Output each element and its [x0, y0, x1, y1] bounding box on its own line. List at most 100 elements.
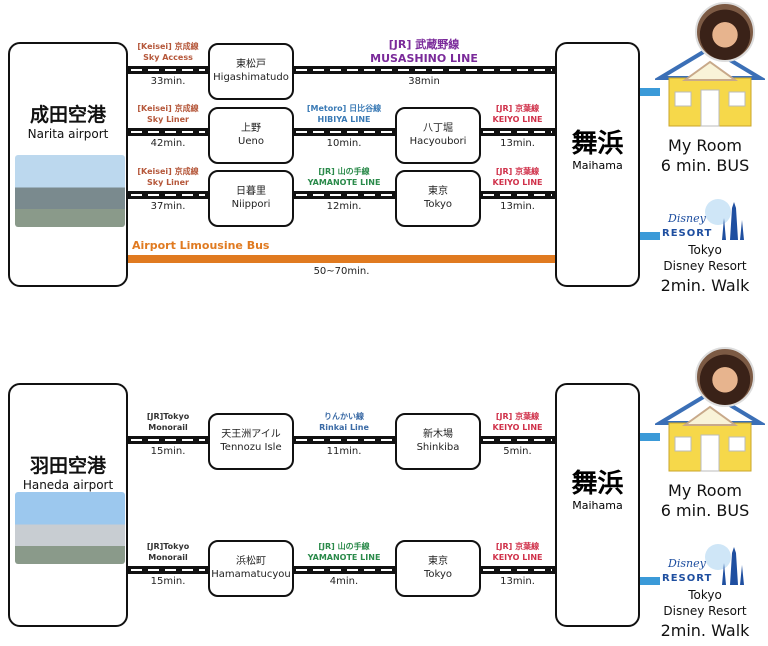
owner-avatar [695, 347, 755, 407]
line-name-ja: [Keisei] 京成線 [137, 42, 199, 51]
station-name-ja: 上野 [241, 123, 261, 134]
destination-box [555, 383, 640, 627]
destination-name-en: Maihama [572, 499, 623, 512]
rail-track [480, 128, 555, 136]
travel-time: 13min. [500, 201, 535, 212]
destination-name-en: Maihama [572, 158, 623, 172]
bus-route-bar [128, 255, 555, 263]
disney-logo-text: RESORT [662, 228, 713, 239]
travel-time: 12min. [326, 201, 362, 212]
castle-icon: Disney [667, 199, 744, 240]
line-name-en: KEIYO LINE [492, 553, 543, 562]
disney-resort-logo: Disney [660, 543, 750, 588]
station-name-en: Tokyo [424, 568, 452, 580]
disney-resort-logo: Disney [660, 198, 750, 243]
line-name-ja: [JR] 武蔵野線 [388, 38, 460, 51]
rail-track [293, 436, 395, 444]
travel-time: 13min. [500, 576, 535, 587]
rail-track [293, 566, 395, 574]
origin-name-en: Narita airport [27, 127, 109, 141]
line-name-ja: [Metoro] 日比谷線 [306, 104, 382, 113]
house-illustration [652, 385, 768, 475]
travel-time: 38min [408, 76, 440, 87]
station-name-ja: 東京 [428, 186, 448, 197]
resort-name-line1: Tokyo [688, 588, 722, 602]
rail-track [480, 191, 555, 199]
line-name-en: Sky Access [143, 53, 193, 62]
station-name-en: Ueno [238, 135, 264, 147]
bus-travel-time: 50~70min. [313, 266, 370, 277]
travel-time: 15min. [150, 576, 186, 587]
rail-track [128, 436, 208, 444]
line-name-ja: [JR]Tokyo [146, 412, 190, 421]
bus-route-label: Airport Limousine Bus [132, 239, 270, 252]
travel-time: 15min. [150, 446, 186, 457]
line-name-en: KEIYO LINE [492, 178, 543, 187]
station-name-en: Niippori [231, 198, 271, 210]
rail-track [293, 66, 555, 74]
line-name-en: Rinkai Line [319, 423, 369, 432]
line-name-ja: [Keisei] 京成線 [137, 167, 199, 176]
rail-track [480, 436, 555, 444]
line-name-en: Monorail [148, 423, 188, 432]
line-name-ja: [JR] 京葉線 [495, 542, 540, 551]
my-room-access-time: 6 min. BUS [660, 501, 750, 520]
station-name-ja: 新木場 [423, 429, 453, 440]
line-name-en: Sky Liner [147, 115, 189, 124]
house-illustration [652, 40, 768, 130]
resort-name-line1: Tokyo [688, 243, 722, 257]
line-name-en: Sky Liner [147, 178, 189, 187]
travel-time: 42min. [150, 138, 186, 149]
rail-track [128, 128, 208, 136]
travel-time: 10min. [326, 138, 362, 149]
station-name-en: Tokyo [424, 198, 452, 210]
station-name-ja: 八丁堀 [423, 123, 453, 134]
connector-line [640, 232, 660, 240]
line-name-ja: [JR] 京葉線 [495, 167, 540, 176]
svg-text:Disney: Disney [667, 212, 707, 225]
station-name-ja: 東京 [428, 556, 448, 567]
station-name-en: Shinkiba [416, 441, 460, 453]
station-name-ja: 東松戸 [236, 59, 266, 70]
travel-time: 37min. [150, 201, 186, 212]
line-name-ja: [JR] 京葉線 [495, 412, 540, 421]
resort-name-line2: Disney Resort [663, 604, 747, 618]
rail-track [128, 191, 208, 199]
rail-track [128, 66, 208, 74]
line-name-ja: [JR]Tokyo [146, 542, 190, 551]
destination-name-ja: 舞浜 [571, 128, 624, 159]
rail-track [480, 566, 555, 574]
origin-name-en: Haneda airport [22, 478, 114, 492]
house-icon [652, 45, 768, 127]
svg-text:Disney: Disney [667, 557, 707, 570]
station-name-en: Higashimatudo [213, 71, 289, 83]
resort-name-line2: Disney Resort [663, 259, 747, 273]
connector-line [640, 88, 660, 96]
line-name-en: KEIYO LINE [492, 423, 543, 432]
rail-track [128, 566, 208, 574]
line-name-ja: [JR] 山の手線 [318, 542, 370, 551]
station-name-en: Hacyoubori [409, 135, 467, 147]
my-room-label: My Room [668, 136, 742, 155]
destination-box [555, 42, 640, 287]
line-name-en: KEIYO LINE [492, 115, 543, 124]
line-name-ja: [Keisei] 京成線 [137, 104, 199, 113]
station-name-ja: 浜松町 [236, 556, 266, 567]
origin-name-ja: 成田空港 [29, 104, 106, 126]
travel-time: 33min. [150, 76, 186, 87]
my-room-access-time: 6 min. BUS [660, 156, 750, 175]
rail-track [293, 191, 395, 199]
travel-time: 13min. [500, 138, 535, 149]
resort-access-time: 2min. Walk [660, 621, 750, 640]
line-name-ja: りんかい線 [324, 412, 364, 421]
connector-line [640, 577, 660, 585]
